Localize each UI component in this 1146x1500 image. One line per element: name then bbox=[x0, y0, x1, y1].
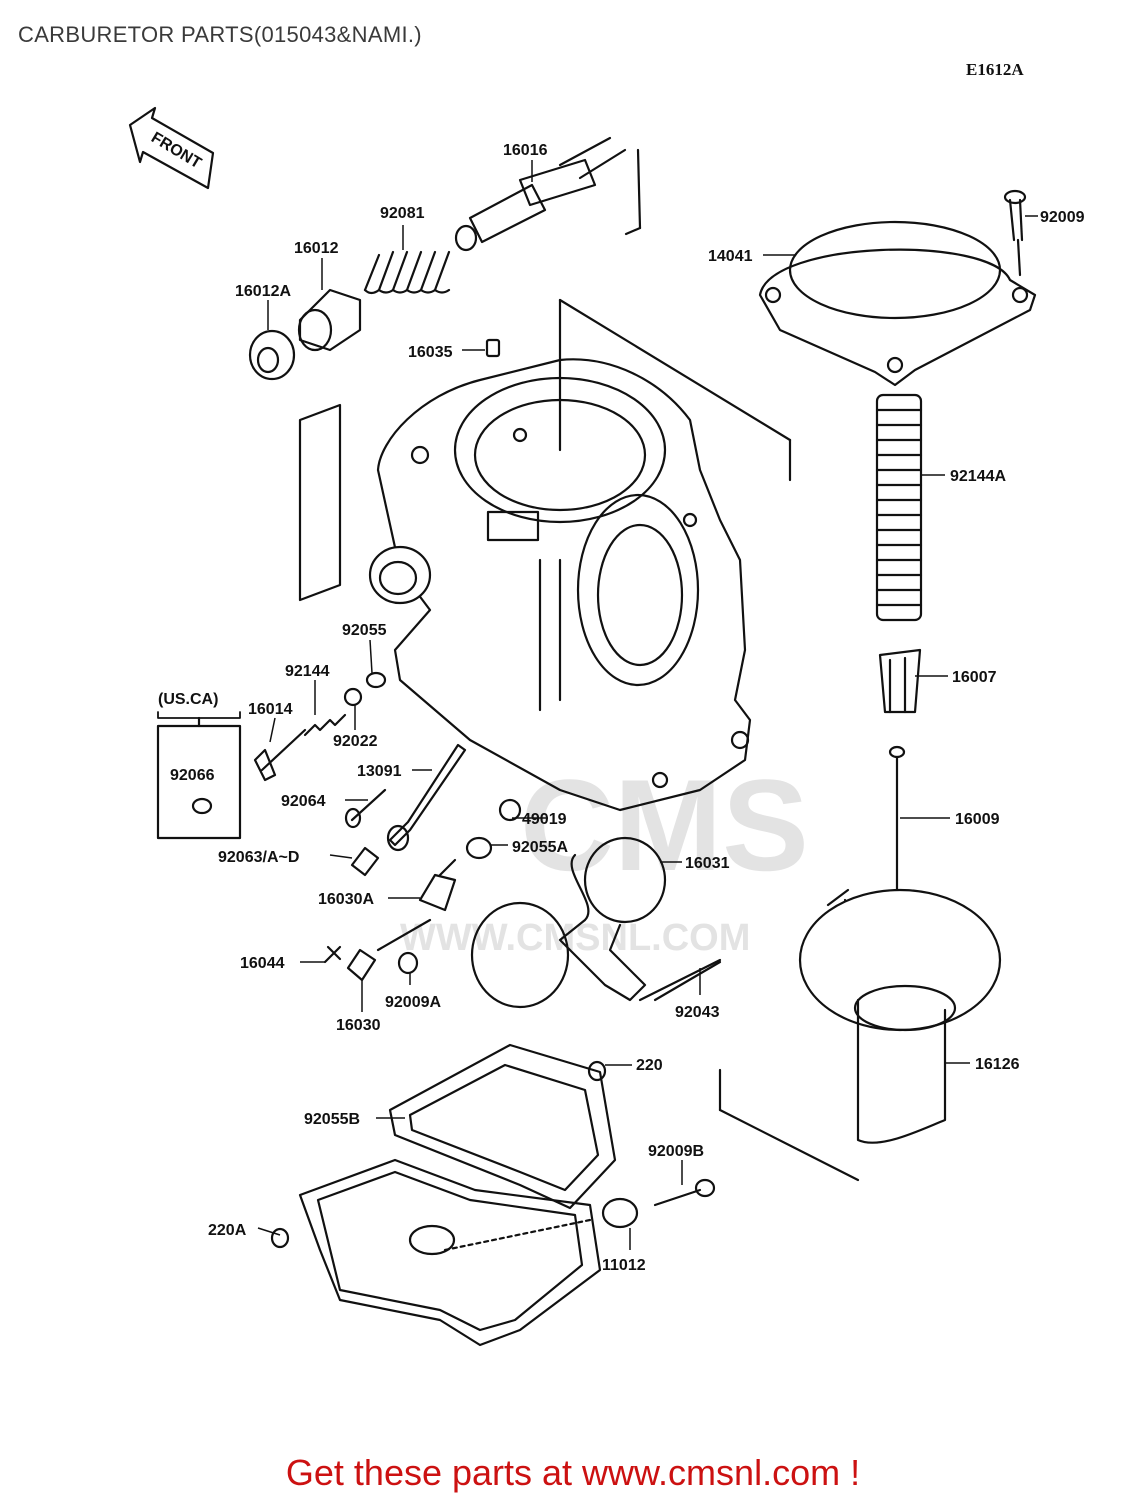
label-11012: 11012 bbox=[602, 1257, 646, 1274]
label-92063: 92063/A~D bbox=[218, 849, 299, 866]
part-92022-washer bbox=[343, 687, 363, 707]
label-92055: 92055 bbox=[342, 622, 387, 639]
label-92009A: 92009A bbox=[385, 994, 441, 1011]
label-16016: 16016 bbox=[503, 142, 548, 159]
label-92055A: 92055A bbox=[512, 839, 568, 856]
part-92009-screw bbox=[1003, 189, 1027, 277]
float-bowl bbox=[298, 1158, 602, 1347]
part-14041-top-cover bbox=[758, 220, 1037, 387]
part-16035-plug bbox=[485, 338, 501, 358]
label-16035: 16035 bbox=[408, 344, 453, 361]
label-13091: 13091 bbox=[357, 763, 402, 780]
label-220A: 220A bbox=[208, 1222, 247, 1239]
part-16044-clip bbox=[323, 945, 342, 964]
part-11012-plug bbox=[601, 1197, 639, 1229]
part-labels: FRONT 16016 92081 16012 16012A 16035 920… bbox=[148, 129, 1085, 1274]
label-92022: 92022 bbox=[333, 733, 378, 750]
part-92064-pilot-jet bbox=[344, 788, 387, 829]
page-title: CARBURETOR PARTS(015043&NAMI.) bbox=[18, 22, 422, 47]
label-16030A: 16030A bbox=[318, 891, 374, 908]
part-92043-pin bbox=[653, 960, 722, 1002]
part-16012A-cap bbox=[248, 329, 296, 381]
label-16030: 16030 bbox=[336, 1017, 381, 1034]
label-49019: 49019 bbox=[522, 811, 567, 828]
label-92081: 92081 bbox=[380, 205, 425, 222]
label-92009B: 92009B bbox=[648, 1143, 704, 1160]
variant-box-label: (US.CA) bbox=[158, 691, 218, 708]
part-92144A-spring bbox=[875, 393, 923, 622]
part-92144-spring bbox=[303, 713, 347, 737]
part-92081-spring bbox=[363, 250, 451, 295]
label-14041: 14041 bbox=[708, 248, 753, 265]
leader-lines bbox=[257, 160, 1038, 1250]
part-16030A-valve-seat bbox=[418, 858, 457, 912]
diagram-code: E1612A bbox=[966, 60, 1024, 79]
label-220: 220 bbox=[636, 1057, 663, 1074]
part-92066-cap bbox=[191, 797, 213, 815]
label-92066: 92066 bbox=[170, 767, 215, 784]
label-92009: 92009 bbox=[1040, 209, 1085, 226]
label-16031: 16031 bbox=[685, 855, 730, 872]
footer-cta-link[interactable]: Get these parts at www.cmsnl.com ! bbox=[285, 1452, 861, 1493]
watermark: CMS WWW.CMSNL.COM bbox=[400, 752, 809, 959]
part-16030-valve bbox=[346, 948, 377, 982]
part-16009-jet-needle bbox=[888, 745, 906, 892]
part-49019-ball bbox=[498, 798, 522, 822]
label-16012: 16012 bbox=[294, 240, 339, 257]
part-220-screw bbox=[587, 1060, 607, 1082]
valve-guide-line bbox=[376, 918, 432, 952]
part-92055-oring bbox=[365, 671, 387, 689]
part-92009A-screw bbox=[397, 951, 419, 975]
part-220A-screw bbox=[270, 1227, 290, 1249]
label-16007: 16007 bbox=[952, 669, 997, 686]
variant-box bbox=[156, 711, 242, 840]
label-92064: 92064 bbox=[281, 793, 326, 810]
part-92063-main-jet bbox=[350, 846, 380, 877]
part-16007-needle-holder bbox=[878, 648, 922, 714]
label-16126: 16126 bbox=[975, 1056, 1020, 1073]
part-13091-needle-jet bbox=[386, 743, 467, 852]
part-16016-shape bbox=[454, 136, 642, 252]
label-92043: 92043 bbox=[675, 1004, 720, 1021]
label-92144A: 92144A bbox=[950, 468, 1006, 485]
front-arrow-icon bbox=[128, 106, 215, 190]
part-16014-screw bbox=[253, 728, 307, 782]
carburetor-body bbox=[298, 298, 792, 812]
watermark-url: WWW.CMSNL.COM bbox=[400, 917, 750, 959]
label-92055B: 92055B bbox=[304, 1111, 360, 1128]
part-16126-piston bbox=[718, 888, 1002, 1182]
part-92009B-screw bbox=[653, 1178, 716, 1207]
label-92144: 92144 bbox=[285, 663, 330, 680]
part-92055A-oring bbox=[465, 836, 493, 860]
label-16009: 16009 bbox=[955, 811, 1000, 828]
part-92055B-gasket bbox=[388, 1043, 617, 1210]
label-16012A: 16012A bbox=[235, 283, 291, 300]
part-16031-float bbox=[470, 836, 722, 1009]
label-16044: 16044 bbox=[240, 955, 285, 972]
label-16014: 16014 bbox=[248, 701, 293, 718]
part-16012-nut bbox=[297, 288, 362, 352]
